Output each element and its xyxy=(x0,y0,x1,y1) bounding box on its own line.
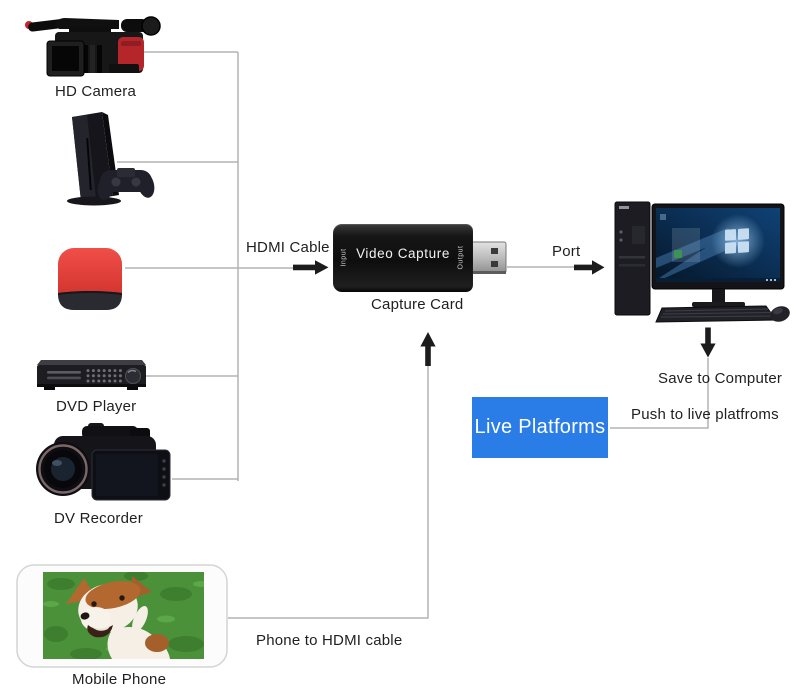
dvd-player-illustration xyxy=(37,360,146,390)
capture-card-title: Video Capture xyxy=(356,246,450,261)
hd-camera-illustration xyxy=(25,16,161,77)
phone-line xyxy=(228,364,429,619)
usb-plug-icon xyxy=(471,241,507,274)
save-to-computer-label: Save to Computer xyxy=(658,370,783,387)
mobile-phone-illustration xyxy=(16,564,228,668)
capture-card-output-label: Output xyxy=(457,245,465,270)
dv-recorder-illustration xyxy=(36,423,171,501)
gray-connector-lines xyxy=(117,51,709,619)
capture-card-label: Capture Card xyxy=(371,296,464,313)
game-console-illustration xyxy=(67,112,155,206)
computer-illustration xyxy=(614,201,790,323)
live-platform-line xyxy=(610,358,709,429)
dv-recorder-label: DV Recorder xyxy=(54,510,143,527)
capture-card-input-label: Input xyxy=(340,248,348,267)
port-label: Port xyxy=(552,243,581,260)
port-right-arrow-icon xyxy=(574,260,605,275)
mobile-phone-label: Mobile Phone xyxy=(72,671,167,688)
phone-to-hdmi-cable-label: Phone to HDMI cable xyxy=(256,632,403,649)
hdmi-cable-label: HDMI Cable xyxy=(246,239,330,256)
dvd-player-label: DVD Player xyxy=(56,398,137,415)
black-arrows xyxy=(293,260,716,366)
computer-down-arrow-icon xyxy=(700,327,716,358)
media-box-illustration xyxy=(58,248,122,310)
live-platforms-box: Live Platforms xyxy=(472,397,608,458)
live-platforms-label: Live Platforms xyxy=(474,416,606,438)
hd-camera-label: HD Camera xyxy=(55,83,136,100)
capture-card-illustration: Video Capture Input Output xyxy=(333,224,473,292)
phone-up-arrow-icon xyxy=(420,332,436,366)
push-to-live-platforms-label: Push to live platfroms xyxy=(631,406,779,423)
hdmi-right-arrow-icon xyxy=(293,260,329,275)
